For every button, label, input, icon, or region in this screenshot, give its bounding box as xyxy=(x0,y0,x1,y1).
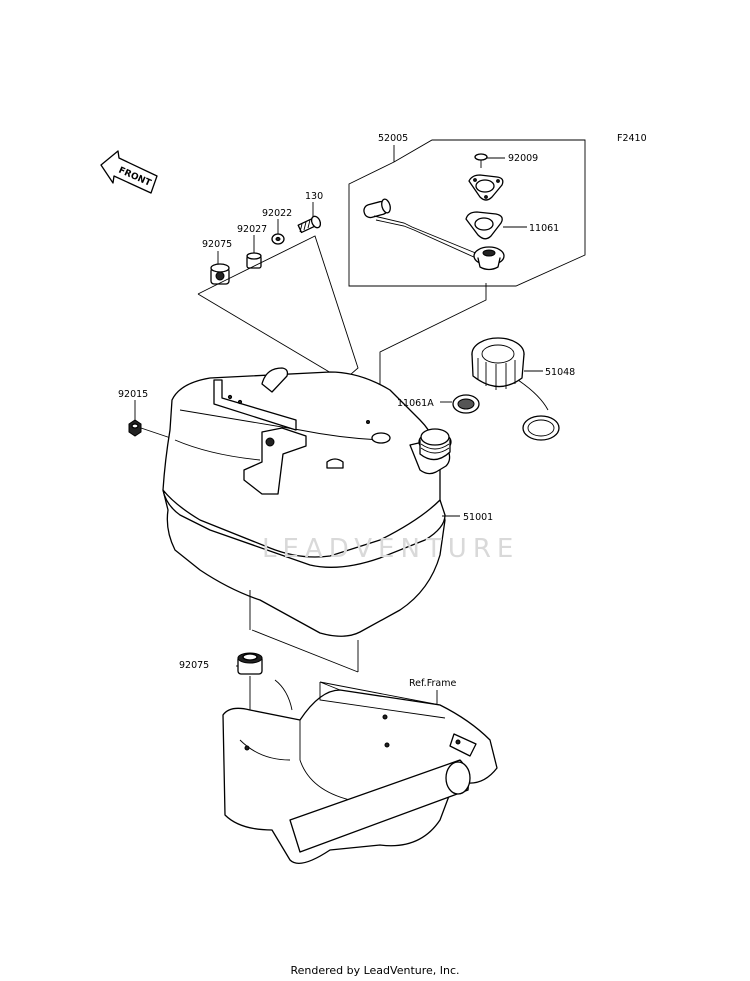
part-label-92027: 92027 xyxy=(237,224,267,235)
reference-frame xyxy=(222,679,498,864)
part-label-51001: 51001 xyxy=(463,512,493,523)
gasket-11061 xyxy=(465,211,527,240)
part-label-92022: 92022 xyxy=(262,208,292,219)
front-arrow-icon: FRONT xyxy=(100,150,158,194)
fuel-cap-51048 xyxy=(471,337,560,441)
collar-92027 xyxy=(246,235,262,269)
rubber-damper-92075-top xyxy=(210,251,230,285)
part-label-51048: 51048 xyxy=(545,367,575,378)
screw-92009 xyxy=(474,153,505,168)
rubber-damper-92075-bottom xyxy=(237,652,263,752)
retainer-plate xyxy=(468,174,504,201)
part-label-92075-top: 92075 xyxy=(202,239,232,250)
part-label-92009: 92009 xyxy=(508,153,538,164)
fuel-level-sender-unit xyxy=(363,198,505,271)
bolt-130 xyxy=(297,202,322,234)
part-label-52005: 52005 xyxy=(378,133,408,144)
part-label-11061: 11061 xyxy=(529,223,559,234)
reference-frame-label: Ref.Frame xyxy=(409,678,456,689)
figure-code: F2410 xyxy=(617,133,647,144)
part-label-92075-bottom: 92075 xyxy=(179,660,209,671)
fuel-sender-assembly-box xyxy=(348,139,586,287)
part-label-130: 130 xyxy=(305,191,323,202)
footer-credit: Rendered by LeadVenture, Inc. xyxy=(290,964,460,977)
gasket-11061A xyxy=(440,394,480,414)
fuel-tank-51001 xyxy=(162,367,460,637)
part-label-11061A: 11061A xyxy=(397,398,434,409)
watermark-text: LEADVENTURE xyxy=(262,534,519,564)
part-label-92015: 92015 xyxy=(118,389,148,400)
washer-92022 xyxy=(271,219,285,245)
